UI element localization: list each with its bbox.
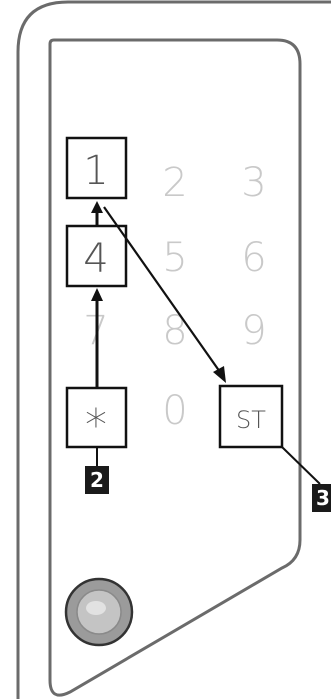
- arrow-1-to-st: [103, 206, 221, 373]
- callout-2-label: 2: [90, 468, 104, 492]
- callout-3-leader: [281, 446, 321, 485]
- key-5: 5: [162, 235, 187, 281]
- callout-3-badge: [312, 484, 331, 512]
- key-st-box: [218, 384, 284, 449]
- key-star: *: [85, 400, 107, 451]
- key-3: 3: [241, 160, 266, 206]
- key-4: 4: [83, 236, 108, 282]
- arrowhead-star-to-4: [91, 288, 103, 301]
- key-1: 1: [83, 148, 108, 194]
- key-9: 9: [241, 308, 266, 354]
- round-button-highlight: [86, 601, 106, 615]
- key-4-box: [65, 224, 128, 288]
- key-6: 6: [241, 235, 266, 281]
- callout-3-label: 3: [316, 486, 330, 510]
- callout-2-badge: [85, 466, 109, 494]
- sequence-arrows: [91, 201, 226, 387]
- device-outer-outline: [16, 0, 331, 699]
- arrowhead-4-to-1: [91, 201, 103, 213]
- key-0: 0: [162, 388, 187, 434]
- key-st: ST: [236, 406, 266, 434]
- key-star-box: [65, 386, 128, 449]
- key-1-box: [65, 136, 128, 200]
- arrowhead-1-to-st: [213, 366, 226, 383]
- key-2: 2: [162, 160, 187, 206]
- key-8: 8: [162, 308, 187, 354]
- keypad-panel: [48, 38, 302, 697]
